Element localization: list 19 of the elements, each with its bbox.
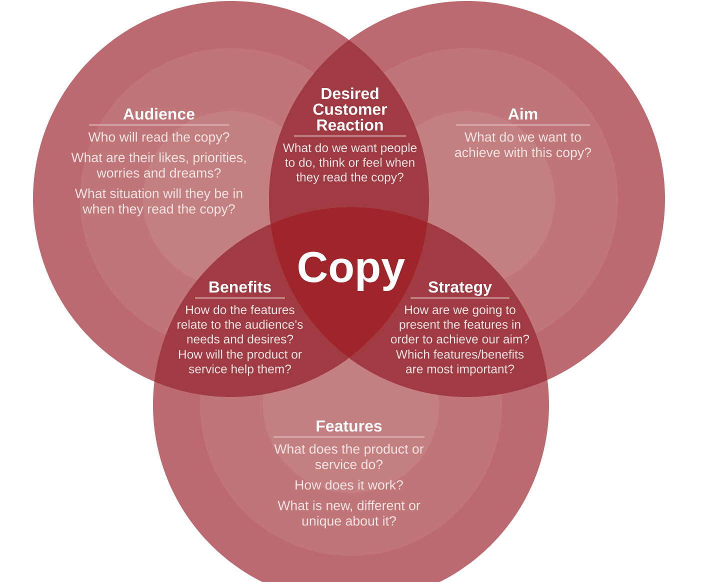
heading: Benefits: [210, 280, 271, 293]
question-text: What do we want people to do, think or feel when they read the copy?: [282, 143, 417, 184]
question-text: How will the product or service help them?: [178, 350, 302, 376]
question-text: What does the product or service do?: [274, 444, 424, 470]
question-text: What do we want to achieve with this copy?: [455, 132, 592, 160]
question-text: What is new, different or unique about it?: [278, 500, 420, 528]
heading: Audience: [123, 108, 194, 120]
heading: Features: [316, 420, 382, 432]
question-text: What situation will they be in when they read the copy?: [74, 188, 242, 216]
question-text: Which features/benefits are most important?: [396, 350, 524, 376]
question-text: How does it work?: [296, 480, 403, 490]
center-title: Copy: [298, 252, 405, 291]
question-text: How do the features relate to the audience's needs and desires?: [178, 305, 303, 344]
question-text: What are their likes, priorities, worries and dreams?: [71, 152, 246, 178]
question-text: Who will read the copy?: [88, 132, 230, 144]
question-text: How are we going to present the features in order to achieve our aim?: [390, 305, 530, 344]
heading: Aim: [508, 108, 538, 120]
heading: Desired Customer Reaction: [313, 87, 388, 131]
heading: Strategy: [428, 281, 492, 296]
